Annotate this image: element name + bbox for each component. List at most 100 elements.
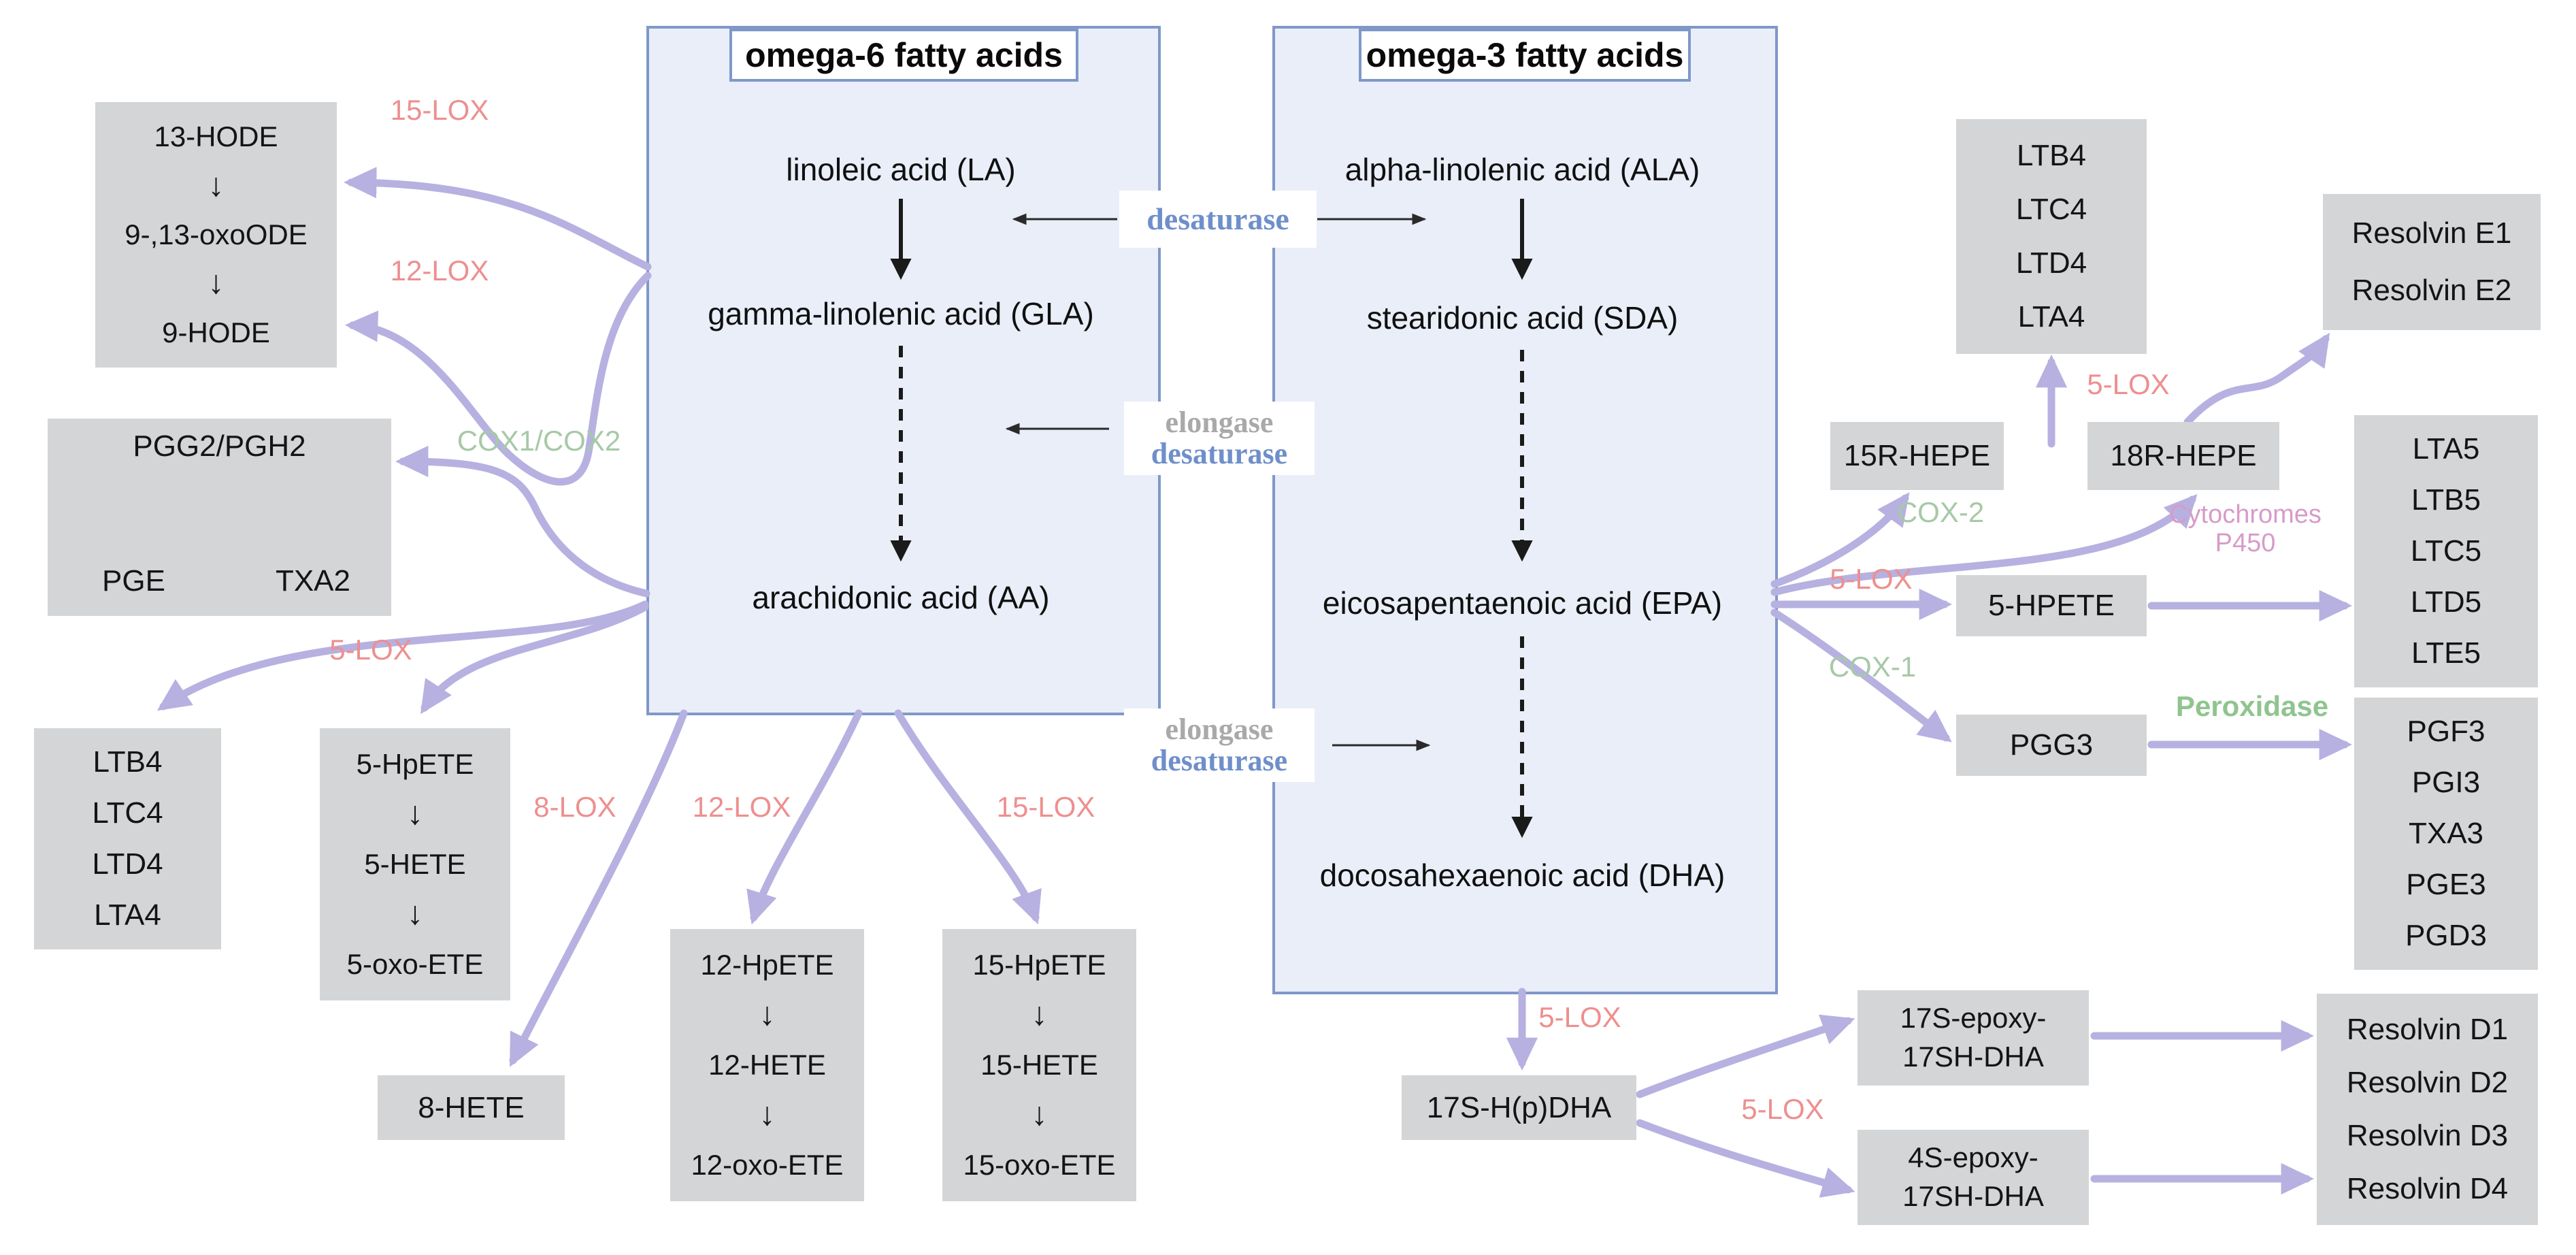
box-17s-epoxy: 17S-epoxy- 17SH-DHA	[1857, 990, 2089, 1086]
box-pgg3: PGG3	[1956, 715, 2147, 776]
metabolite-lta4: LTA4	[2017, 300, 2085, 333]
label-5lox-left: 5-LOX	[329, 634, 412, 666]
omega3-title: omega-3 fatty acids	[1359, 29, 1691, 82]
metabolite-13hode: 13-HODE	[154, 120, 278, 153]
metabolite-pgf3: PGF3	[2407, 715, 2486, 748]
desaturase-label: desaturase	[1151, 744, 1288, 777]
box-hode: 13-HODE ↓ 9-,13-oxoODE ↓ 9-HODE	[95, 102, 337, 368]
node-stearidonic-acid: stearidonic acid (SDA)	[1366, 300, 1679, 336]
down-arrow-icon: ↓	[1031, 1096, 1048, 1133]
label-cox2: COX-2	[1896, 496, 1985, 528]
box-lt5: LTA5 LTB5 LTC5 LTD5 LTE5	[2354, 415, 2538, 687]
label-5lox-dha: 5-LOX	[1538, 1001, 1621, 1033]
elongase-desaturase-chip-2: elongase desaturase	[1124, 708, 1315, 782]
metabolite-lta4: LTA4	[94, 898, 161, 932]
label-peroxidase: Peroxidase	[2175, 690, 2329, 722]
label-5lox-dha-fork: 5-LOX	[1741, 1093, 1824, 1125]
metabolite-pgd3: PGD3	[2405, 919, 2487, 952]
metabolite-ltb4: LTB4	[2017, 139, 2086, 172]
label-cytochromes-p450: Cytochromes P450	[2169, 500, 2322, 558]
metabolite-lte5: LTE5	[2411, 636, 2481, 670]
arrow-fork-to-4sepoxy	[1636, 1119, 1855, 1198]
metabolite-15hpete: 15-HpETE	[972, 949, 1106, 981]
metabolite-ltd4: LTD4	[92, 847, 163, 881]
node-arachidonic-acid: arachidonic acid (AA)	[752, 580, 1050, 615]
metabolite-resolvin-d1: Resolvin D1	[2346, 1013, 2509, 1046]
box-18r-hepe: 18R-HEPE	[2087, 422, 2279, 490]
box-17s-hpdha: 17S-H(p)DHA	[1402, 1075, 1636, 1140]
elongase-label: elongase	[1165, 405, 1274, 439]
elongase-label: elongase	[1165, 712, 1274, 746]
metabolite-18r-hepe: 18R-HEPE	[2110, 439, 2257, 472]
label-15lox-upper-left: 15-LOX	[390, 94, 489, 126]
metabolite-9hode: 9-HODE	[162, 316, 270, 348]
label-12lox-upper-left: 12-LOX	[390, 255, 489, 287]
metabolite-resolvin-d2: Resolvin D2	[2346, 1066, 2509, 1099]
down-arrow-icon: ↓	[759, 1096, 776, 1133]
label-8lox: 8-LOX	[533, 791, 616, 823]
box-5hpete-left: 5-HpETE ↓ 5-HETE ↓ 5-oxo-ETE	[320, 728, 510, 1000]
metabolite-ltc4: LTC4	[92, 796, 163, 830]
desaturase-label: desaturase	[1146, 201, 1289, 236]
metabolite-resolvin-e1: Resolvin E1	[2351, 216, 2512, 250]
metabolite-ltb5: LTB5	[2411, 483, 2481, 517]
metabolite-15hete: 15-HETE	[980, 1048, 1098, 1081]
down-arrow-icon: ↓	[407, 896, 423, 932]
metabolite-resolvin-d4: Resolvin D4	[2346, 1172, 2509, 1205]
down-arrow-icon: ↓	[759, 996, 776, 1033]
down-arrow-icon: ↓	[407, 796, 423, 832]
metabolite-pge3: PGE3	[2406, 868, 2486, 901]
node-gamma-linolenic-acid: gamma-linolenic acid (GLA)	[708, 296, 1094, 331]
metabolite-15r-hepe: 15R-HEPE	[1843, 439, 1991, 472]
metabolite-ltd4: LTD4	[2015, 246, 2087, 280]
metabolite-5hete: 5-HETE	[364, 847, 466, 880]
metabolite-lta5: LTA5	[2412, 432, 2480, 466]
metabolite-15oxoete: 15-oxo-ETE	[963, 1148, 1116, 1181]
box-lt4-left: LTB4 LTC4 LTD4 LTA4	[34, 728, 221, 949]
metabolite-12oxoete: 12-oxo-ETE	[691, 1148, 844, 1181]
metabolite-17s-epoxy-line1: 17S-epoxy-	[1900, 1002, 2047, 1034]
box-8hete: 8-HETE	[378, 1075, 565, 1140]
metabolite-12hpete: 12-HpETE	[700, 949, 834, 981]
box-lt4-top: LTB4 LTC4 LTD4 LTA4	[1956, 119, 2147, 354]
label-cox1: COX-1	[1828, 651, 1917, 683]
metabolite-9-13-oxoode: 9-,13-oxoODE	[125, 218, 308, 250]
arrow-8lox-to-8hete	[509, 709, 688, 1067]
metabolite-pgg2-pgh2: PGG2/PGH2	[133, 429, 306, 463]
metabolite-ltd5: LTD5	[2410, 585, 2482, 619]
metabolite-17s-hpdha: 17S-H(p)DHA	[1426, 1090, 1612, 1124]
box-5hpete-right: 5-HPETE	[1956, 575, 2147, 636]
node-linoleic-acid: linoleic acid (LA)	[786, 152, 1016, 187]
down-arrow-icon: ↓	[208, 265, 225, 301]
arrow-fork-to-17sepoxy	[1636, 1014, 1855, 1098]
metabolite-17s-epoxy-line2: 17SH-DHA	[1902, 1041, 2044, 1073]
metabolite-pgg3: PGG3	[2009, 728, 2094, 762]
down-arrow-icon: ↓	[1031, 996, 1048, 1033]
label-cytochromes-line1: Cytochromes	[2169, 500, 2322, 529]
omega6-title-text: omega-6 fatty acids	[745, 36, 1063, 74]
metabolite-ltc5: LTC5	[2410, 534, 2482, 568]
label-15lox-lower: 15-LOX	[996, 791, 1095, 823]
box-pgg2-pgh2: PGG2/PGH2 PGE TXA2	[48, 419, 391, 616]
arrow-cox-to-pgg2	[395, 445, 650, 598]
metabolite-8hete: 8-HETE	[418, 1090, 525, 1124]
label-5lox-top-right: 5-LOX	[2087, 368, 2170, 400]
omega6-panel	[646, 26, 1161, 715]
omega3-title-text: omega-3 fatty acids	[1366, 36, 1684, 74]
arrow-5lox-to-resolvin-e	[2183, 332, 2330, 426]
box-12hpete: 12-HpETE ↓ 12-HETE ↓ 12-oxo-ETE	[670, 929, 864, 1201]
desaturase-label: desaturase	[1151, 437, 1288, 470]
metabolite-pge: PGE	[102, 564, 165, 598]
box-4s-epoxy: 4S-epoxy- 17SH-DHA	[1857, 1130, 2089, 1225]
box-15r-hepe: 15R-HEPE	[1830, 422, 2004, 490]
arrow-5lox-to-5hpete	[420, 603, 649, 715]
box-resolvin-e: Resolvin E1 Resolvin E2	[2323, 194, 2541, 330]
metabolite-4s-epoxy-line2: 17SH-DHA	[1902, 1180, 2044, 1212]
metabolite-resolvin-d3: Resolvin D3	[2346, 1119, 2509, 1152]
box-resolvin-d: Resolvin D1 Resolvin D2 Resolvin D3 Reso…	[2317, 994, 2538, 1225]
desaturase-chip: desaturase	[1119, 191, 1317, 248]
node-docosahexaenoic-acid: docosahexaenoic acid (DHA)	[1319, 858, 1725, 893]
metabolite-ltc4: LTC4	[2015, 193, 2087, 226]
elongase-desaturase-chip-1: elongase desaturase	[1124, 402, 1315, 475]
